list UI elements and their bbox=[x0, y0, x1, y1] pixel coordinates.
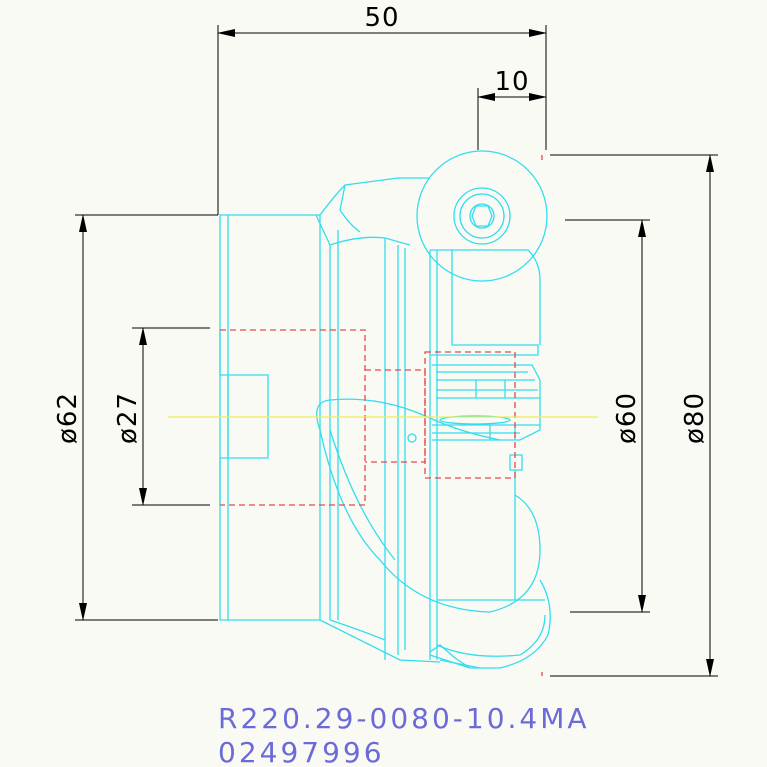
dimension-lines bbox=[75, 25, 718, 677]
dim-cutter-offset: 10 bbox=[494, 67, 529, 97]
dim-cutting-diameter: ø80 bbox=[680, 392, 710, 444]
cutter-outline bbox=[219, 150, 551, 669]
dim-inner-diameter: ø60 bbox=[612, 392, 642, 444]
item-code: 02497996 bbox=[218, 736, 385, 767]
dim-bore-diameter: ø27 bbox=[113, 392, 143, 444]
part-number: R220.29-0080-10.4MA bbox=[218, 702, 590, 735]
dim-body-diameter: ø62 bbox=[53, 392, 83, 444]
dim-overall-length: 50 bbox=[364, 3, 399, 33]
